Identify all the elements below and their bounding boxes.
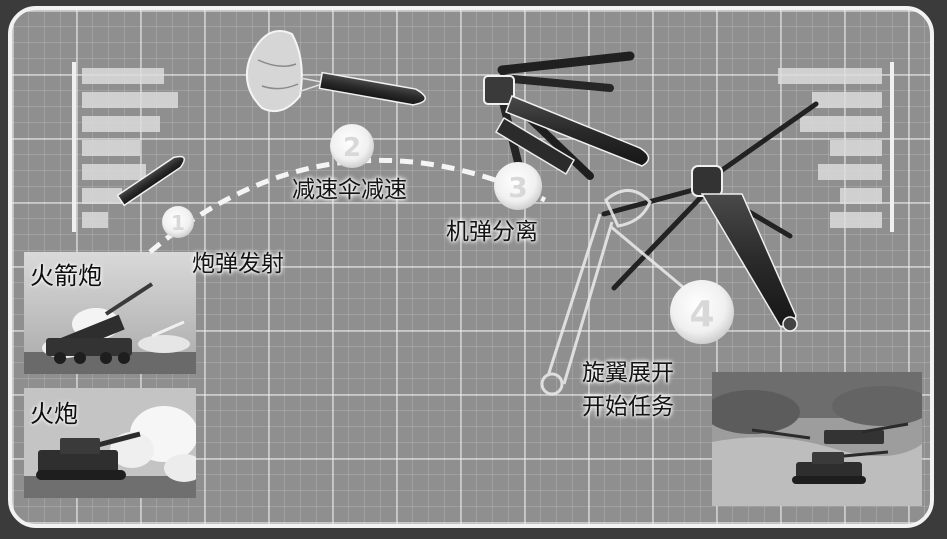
- step-number: 4: [689, 294, 714, 335]
- launched-shell: [116, 155, 186, 207]
- drogue-chute: [246, 30, 323, 112]
- right-bar: [800, 116, 882, 132]
- left-bar: [82, 212, 108, 228]
- step-number: 2: [343, 133, 361, 163]
- left-bar: [82, 68, 164, 84]
- stage-label-separation: 机弹分离: [446, 219, 538, 245]
- step-marker-3: 3: [494, 162, 542, 210]
- left-bar: [82, 92, 178, 108]
- rocket-launcher-label: 火箭炮: [30, 262, 102, 290]
- rocket-launcher-photo: [24, 252, 196, 374]
- step-number: 1: [171, 211, 185, 235]
- left-bar: [82, 188, 122, 204]
- stage-label-rotor-deploy: 旋翼展开 开始任务: [582, 360, 674, 420]
- stage-label-deceleration: 减速伞减速: [292, 177, 407, 203]
- left-bars-axis: [72, 62, 76, 232]
- right-bar: [812, 92, 882, 108]
- step-marker-2: 2: [330, 124, 374, 168]
- right-bars-axis: [890, 62, 894, 232]
- separating-drone: [483, 51, 650, 180]
- right-decorative-bars: [770, 62, 896, 232]
- step-number: 3: [508, 171, 527, 204]
- linkage-sketch: [540, 189, 721, 396]
- artillery-label: 火炮: [30, 400, 78, 428]
- left-bar: [82, 140, 140, 156]
- left-bar: [82, 116, 160, 132]
- right-bar: [840, 188, 882, 204]
- decelerating-shell: [318, 71, 426, 106]
- left-bar: [82, 164, 146, 180]
- right-bar: [778, 68, 882, 84]
- artillery-photo: [24, 388, 196, 498]
- step-marker-4: 4: [670, 280, 734, 344]
- stage-label-launch: 炮弹发射: [192, 251, 284, 277]
- tank-target-photo: [712, 372, 922, 506]
- right-bar: [818, 164, 882, 180]
- right-bar: [830, 212, 882, 228]
- left-decorative-bars: [72, 62, 182, 232]
- right-bar: [830, 140, 882, 156]
- step-marker-1: 1: [162, 206, 194, 238]
- rotor-drone: [601, 101, 819, 332]
